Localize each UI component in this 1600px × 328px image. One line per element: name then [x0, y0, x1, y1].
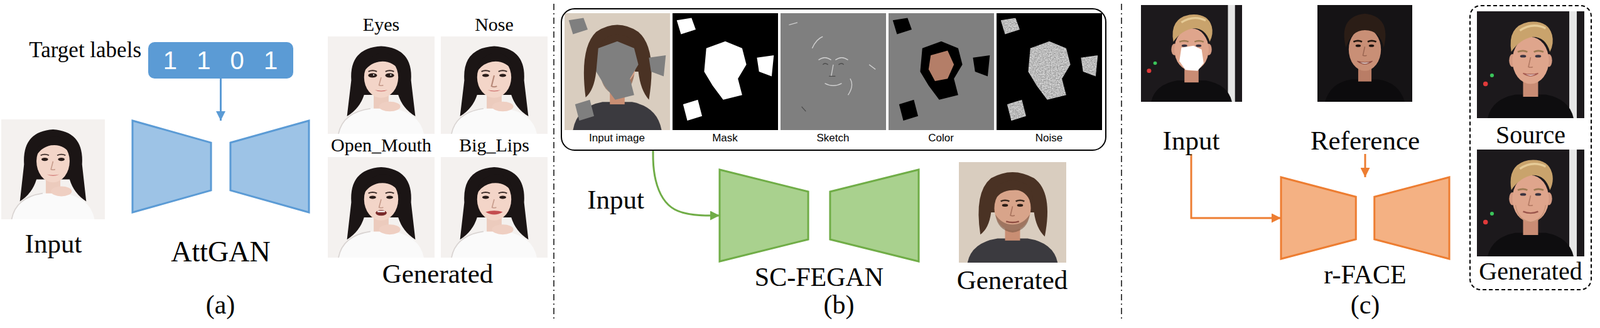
label-vector-text: 1 1 0 1: [163, 47, 278, 73]
encoder-decoder-shape: [1281, 177, 1450, 259]
image-caption: Input image: [564, 132, 671, 144]
face-photo: [1476, 149, 1585, 257]
panel-divider: [1120, 3, 1123, 322]
caption-label: Generated: [956, 266, 1069, 294]
decoder-trapezoid: [1374, 177, 1450, 259]
label-anchor: Target labels: [28, 38, 142, 61]
label-vector-box: 1 1 0 1: [148, 42, 294, 79]
face-photo: [440, 156, 548, 258]
caption-label: Target labels: [28, 38, 142, 61]
label-anchor: (a): [205, 291, 236, 318]
face-photo: [1476, 11, 1585, 119]
face-photo: [958, 162, 1067, 263]
label-anchor: Open_Mouth: [330, 135, 432, 155]
sketch-image: [780, 13, 887, 130]
label-anchor: (c): [1350, 291, 1381, 318]
label-anchor: Big_Lips: [459, 135, 530, 155]
caption-label: Nose: [474, 15, 514, 34]
image-caption: Mask: [672, 132, 779, 144]
encoder-decoder-shape: [719, 169, 919, 262]
encoder-trapezoid: [132, 120, 211, 213]
caption-label: (b): [823, 291, 855, 318]
decoder-trapezoid: [830, 169, 919, 262]
photo-node: Input: [1140, 5, 1243, 154]
label-anchor: Input: [25, 229, 83, 257]
color-image: [888, 13, 995, 130]
image-caption: Sketch: [780, 132, 887, 144]
photo-caption: Input: [1162, 126, 1221, 154]
label-anchor: Eyes: [362, 15, 400, 34]
network-name: SC-FEGAN: [754, 263, 884, 291]
caption-label: (c): [1350, 291, 1381, 318]
caption-label: Eyes: [362, 15, 400, 34]
photo-caption: Source: [1495, 122, 1566, 148]
image-caption: Color: [888, 132, 995, 144]
network-block: r-FACE: [1281, 177, 1450, 288]
caption-label: Input: [25, 229, 83, 257]
image-caption: Noise: [996, 132, 1103, 144]
network-name: AttGAN: [170, 237, 271, 267]
face-photo: [1140, 5, 1243, 102]
mask-image: [672, 13, 779, 130]
face-photo: [440, 36, 548, 134]
photo-node: Reference: [1309, 5, 1422, 154]
label-anchor: Generated: [956, 266, 1069, 294]
caption-label: Open_Mouth: [330, 135, 432, 155]
output-group: SourceGenerated: [1469, 5, 1592, 291]
face-photo: [327, 156, 435, 258]
face-photo: [1317, 5, 1413, 102]
label-anchor: Generated: [382, 259, 494, 287]
panel-divider: [553, 3, 555, 322]
photo-caption: Reference: [1310, 126, 1420, 154]
connector-arrow: [653, 150, 720, 217]
encoder-trapezoid: [1281, 177, 1356, 259]
connector-arrow: [219, 78, 222, 121]
edge-label-anchor: Input: [585, 185, 646, 213]
photo-caption: Generated: [1478, 258, 1582, 284]
face-photo: [1, 119, 105, 220]
connector-arrow: [1191, 153, 1282, 218]
caption-label: Big_Lips: [459, 135, 530, 155]
encoder-trapezoid: [719, 169, 809, 262]
caption-label: (a): [205, 291, 236, 318]
connector-arrow: [1364, 153, 1367, 178]
network-name: r-FACE: [1323, 261, 1406, 288]
face-photo: [327, 36, 435, 134]
edge-label: Input: [585, 185, 646, 213]
decoder-trapezoid: [230, 120, 309, 213]
input-panel: Input imageMaskSketchColorNoise: [560, 8, 1107, 151]
label-anchor: (b): [823, 291, 855, 318]
label-anchor: Nose: [474, 15, 514, 34]
noise-image: [996, 13, 1103, 130]
network-block: AttGAN: [132, 120, 309, 267]
masked-face-image: [564, 13, 671, 130]
caption-label: Generated: [382, 259, 494, 287]
encoder-decoder-shape: [132, 120, 309, 213]
network-block: SC-FEGAN: [719, 169, 919, 291]
